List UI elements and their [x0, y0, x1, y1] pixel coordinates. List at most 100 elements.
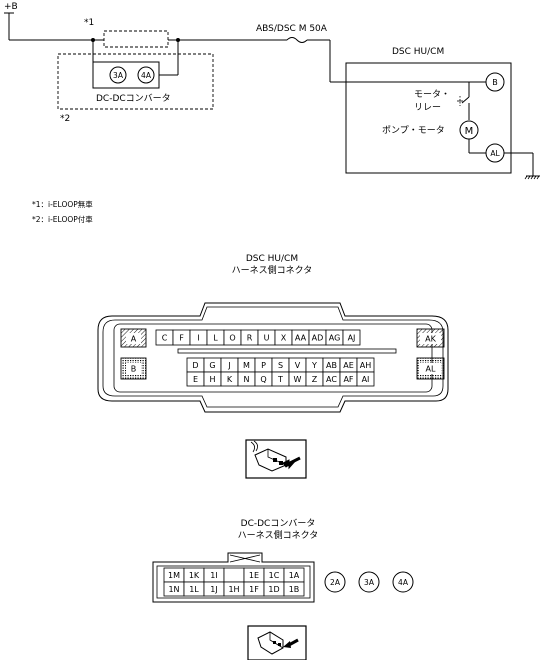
dsc-pin-label: I [197, 334, 199, 343]
dcdc-pin-label: 1L [189, 585, 199, 594]
note1-dashed-box [103, 30, 169, 48]
relay-label-line2: リレー [414, 103, 441, 113]
dsc-pin-label: AH [360, 361, 372, 370]
dsc-module-box [345, 62, 512, 174]
note-2: *2：i-ELOOP付車 [32, 214, 93, 224]
dcdc-round-terminal-2a-label: 2A [330, 578, 341, 587]
dsc-pin-label: U [264, 334, 270, 343]
dsc-pin-label: Q [260, 375, 266, 384]
dsc-pin-label: AE [343, 361, 354, 370]
motor-symbol: M [465, 126, 474, 137]
dsc-pin-label: W [294, 375, 302, 384]
dcdc-terminal-4a-label: 4A [141, 71, 152, 80]
dsc-pin-label: C [162, 334, 168, 343]
dsc-pin-label: N [244, 375, 250, 384]
dsc-pin-cell [342, 329, 361, 346]
dcdc-round-terminal-3a [358, 571, 380, 593]
dcdc-pin-label: 1E [249, 571, 259, 580]
dcdc-terminal-3a-label: 3A [113, 71, 124, 80]
dsc-pin-a: A [131, 335, 137, 344]
terminal-al-label: AL [490, 149, 500, 158]
dsc-pin-label: S [278, 361, 283, 370]
dsc-pin-label: AF [343, 375, 353, 384]
dcdc-pin-row-2: 1N 1L 1J 1H 1F 1D 1B [163, 581, 305, 597]
dsc-pin-label: AC [326, 375, 337, 384]
dcdc-pin-label: 1D [268, 585, 279, 594]
dcdc-pin-label: 1K [189, 571, 200, 580]
dsc-pin-label: O [229, 334, 235, 343]
dcdc-pin-label: 1I [210, 571, 217, 580]
note1-marker: *1 [84, 18, 94, 28]
dcdc-connector-title-line1: DC-DCコンバータ [241, 518, 316, 529]
wiring-section: +B ABS/DSC M 50A *1 *2 3A 4A DC-DCコンバータ [4, 2, 540, 180]
dsc-pin-al-bg [420, 363, 441, 374]
dsc-pin-label: X [281, 334, 287, 343]
terminal-b-label: B [492, 78, 498, 87]
dsc-connector-title-line2: ハーネス側コネクタ [232, 264, 313, 276]
dsc-pin-label: V [295, 361, 301, 370]
notes: *1：i-ELOOP無車 *2：i-ELOOP付車 [32, 199, 93, 224]
dsc-pin-label: AJ [348, 334, 356, 343]
dsc-pin-ak-bg [420, 333, 441, 344]
dsc-pin-label: D [192, 361, 198, 370]
dcdc-round-terminal-4a-label: 4A [398, 578, 409, 587]
dsc-pin-label: T [277, 375, 283, 384]
dsc-pin-label: K [227, 375, 233, 384]
dsc-pin-label: E [193, 375, 198, 384]
note2-dashed-box [57, 53, 214, 110]
fuse-label: ABS/DSC M 50A [256, 24, 328, 34]
dsc-pin-label: AI [362, 375, 370, 384]
dcdc-converter-box [92, 61, 160, 89]
dsc-pin-b-bg [126, 363, 141, 374]
dsc-pin-label: L [213, 334, 218, 343]
dsc-pin-label: Y [311, 361, 317, 370]
dsc-pin-label: F [179, 334, 184, 343]
dcdc-pin-label: 1M [168, 571, 180, 580]
dsc-pin-label: J [227, 361, 230, 370]
dsc-pin-label: Z [312, 375, 318, 384]
relay-label-line1: モータ・ [414, 89, 450, 100]
dcdc-pin-label: 1N [168, 585, 179, 594]
dsc-pin-row-3: E H K N Q T W Z AC AF AI [186, 371, 375, 387]
dcdc-pin-label: 1C [269, 571, 280, 580]
dsc-pin-label: H [209, 375, 215, 384]
dcdc-converter-label: DC-DCコンバータ [96, 93, 171, 104]
dsc-pin-ak: AK [425, 335, 436, 344]
dsc-pin-label: P [261, 361, 266, 370]
dcdc-round-terminal-2a [324, 571, 346, 593]
dsc-connector-housing-outer [97, 302, 449, 413]
dcdc-round-terminal-3a-label: 3A [364, 578, 375, 587]
dcdc-terminal-3a [109, 66, 127, 84]
dcdc-latch-icon [229, 554, 261, 563]
dcdc-pin-label: 1F [249, 585, 259, 594]
dcdc-terminal-4a [137, 66, 155, 84]
connector-plug-icon [247, 625, 307, 660]
dcdc-connector-face [156, 565, 311, 599]
dsc-pin-b: B [131, 365, 137, 374]
note2-marker: *2 [60, 114, 70, 124]
dcdc-pin-label: 1H [228, 585, 239, 594]
relay-contact-icon [461, 96, 470, 104]
module-title: DSC HU/CM [392, 47, 444, 57]
fuse-icon [286, 37, 308, 43]
connector-plug-icon [245, 439, 307, 479]
power-label: +B [4, 2, 18, 12]
dcdc-pin-label: 1B [289, 585, 300, 594]
dsc-connector-title-line1: DSC HU/CM [246, 254, 298, 264]
note-1: *1：i-ELOOP無車 [32, 199, 93, 209]
ground-icon [524, 175, 540, 180]
dsc-pin-label: AG [329, 334, 341, 343]
dsc-connector-housing-inner [102, 306, 444, 408]
dcdc-connector-title-line2: ハーネス側コネクタ [238, 529, 319, 541]
dcdc-pin-label: 1J [210, 585, 217, 594]
dsc-pin-a-bg [126, 333, 141, 344]
dsc-pin-label: AB [326, 361, 337, 370]
dsc-pin-label: R [247, 334, 253, 343]
dsc-pin-al: AL [426, 365, 436, 374]
